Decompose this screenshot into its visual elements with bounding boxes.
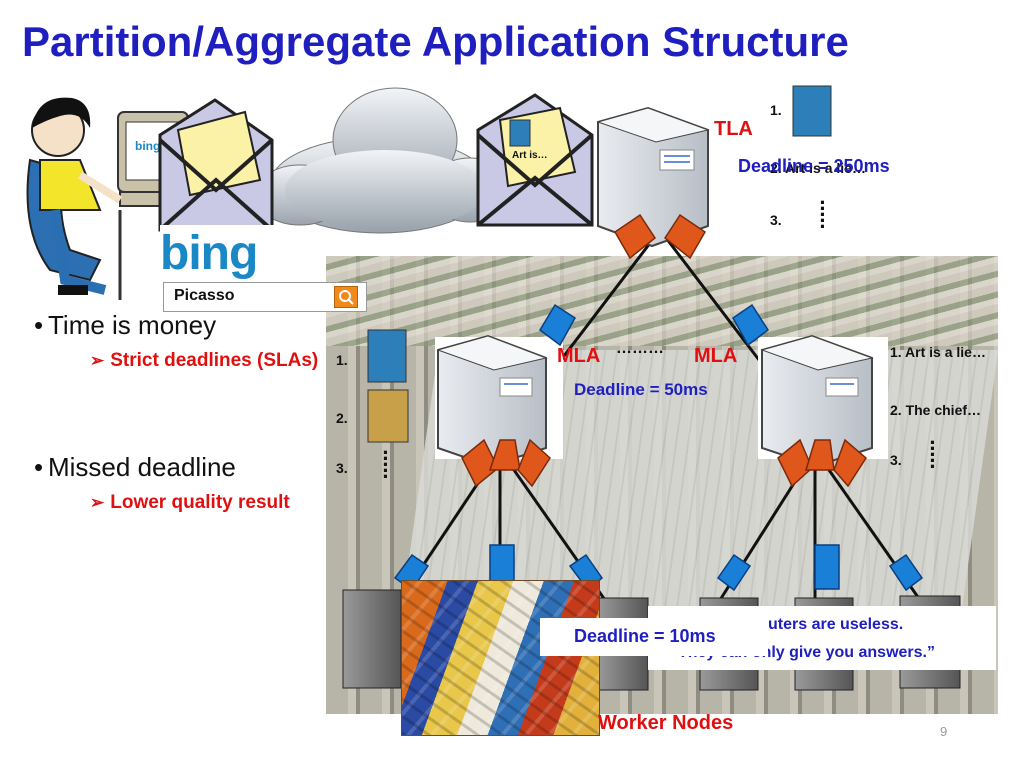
envelope-note: Art is… [512, 150, 548, 161]
worker-deadline: Deadline = 10ms [574, 626, 716, 646]
mla-left-list-item-2: 2. [336, 410, 348, 426]
mla-right-server-icon [760, 334, 874, 468]
suburb-texture [326, 256, 998, 346]
tla-list-item-2: 2. Art is a lie… [770, 160, 866, 176]
envelope-response-icon [476, 93, 594, 227]
quote-line-1: uters are useless. [768, 616, 904, 633]
mla-left-list-item-3: 3. [336, 460, 348, 476]
picasso-thumbnail-icon [367, 389, 409, 443]
bullet-missed-deadline: •Missed deadline [34, 452, 236, 482]
mla-left-list-item-1: 1. [336, 352, 348, 368]
svg-text:bing: bing [135, 139, 160, 153]
tla-list-item-1: 1. [770, 102, 782, 118]
mla-right-list-item-3: 3. [890, 452, 902, 468]
bullet-time-is-money: •Time is money [34, 310, 217, 340]
mla-left-label: MLA [557, 345, 601, 367]
mla-separator-dots: ……… [616, 340, 664, 357]
orange-connectors [461, 213, 867, 488]
sub-bullet-lower-quality: ➢Lower quality result [90, 492, 290, 513]
picasso-painting [401, 580, 600, 736]
mla-left-more-dots: ····· [382, 440, 390, 489]
blue-connectors [393, 303, 924, 592]
mla-right-more-dots: ····· [929, 430, 937, 479]
tla-more-dots: ····· [819, 190, 827, 239]
mla-right-label: MLA [694, 345, 738, 367]
page-number: 9 [940, 724, 948, 739]
slide-title: Partition/Aggregate Application Structur… [22, 18, 849, 65]
tla-deadline: Deadline = 250ms [738, 156, 890, 176]
user-at-computer-icon: bing [26, 97, 207, 300]
mla-right-list-item-1: 1. Art is a lie… [890, 344, 986, 360]
envelope-request-icon [158, 98, 274, 232]
worker-nodes-label: Worker Nodes [598, 712, 734, 734]
picasso-thumbnail-icon [367, 329, 407, 383]
tla-server-icon [596, 106, 710, 248]
mla-left-server-icon [436, 334, 548, 468]
bing-logo: bing [160, 225, 288, 285]
mla-deadline: Deadline = 50ms [574, 380, 708, 399]
tla-label: TLA [714, 118, 753, 140]
tla-list-item-3: 3. [770, 212, 782, 228]
worker-deadline-box: Deadline = 10ms [540, 618, 768, 656]
mla-right-list-item-2: 2. The chief… [890, 402, 982, 418]
picasso-thumbnail-icon [792, 85, 832, 137]
search-input[interactable]: Picasso [163, 282, 367, 312]
cloud-icon [254, 87, 513, 234]
search-icon[interactable] [334, 286, 358, 308]
sub-bullet-strict-deadlines: ➢Strict deadlines (SLAs) [90, 350, 319, 371]
search-query: Picasso [174, 287, 235, 304]
